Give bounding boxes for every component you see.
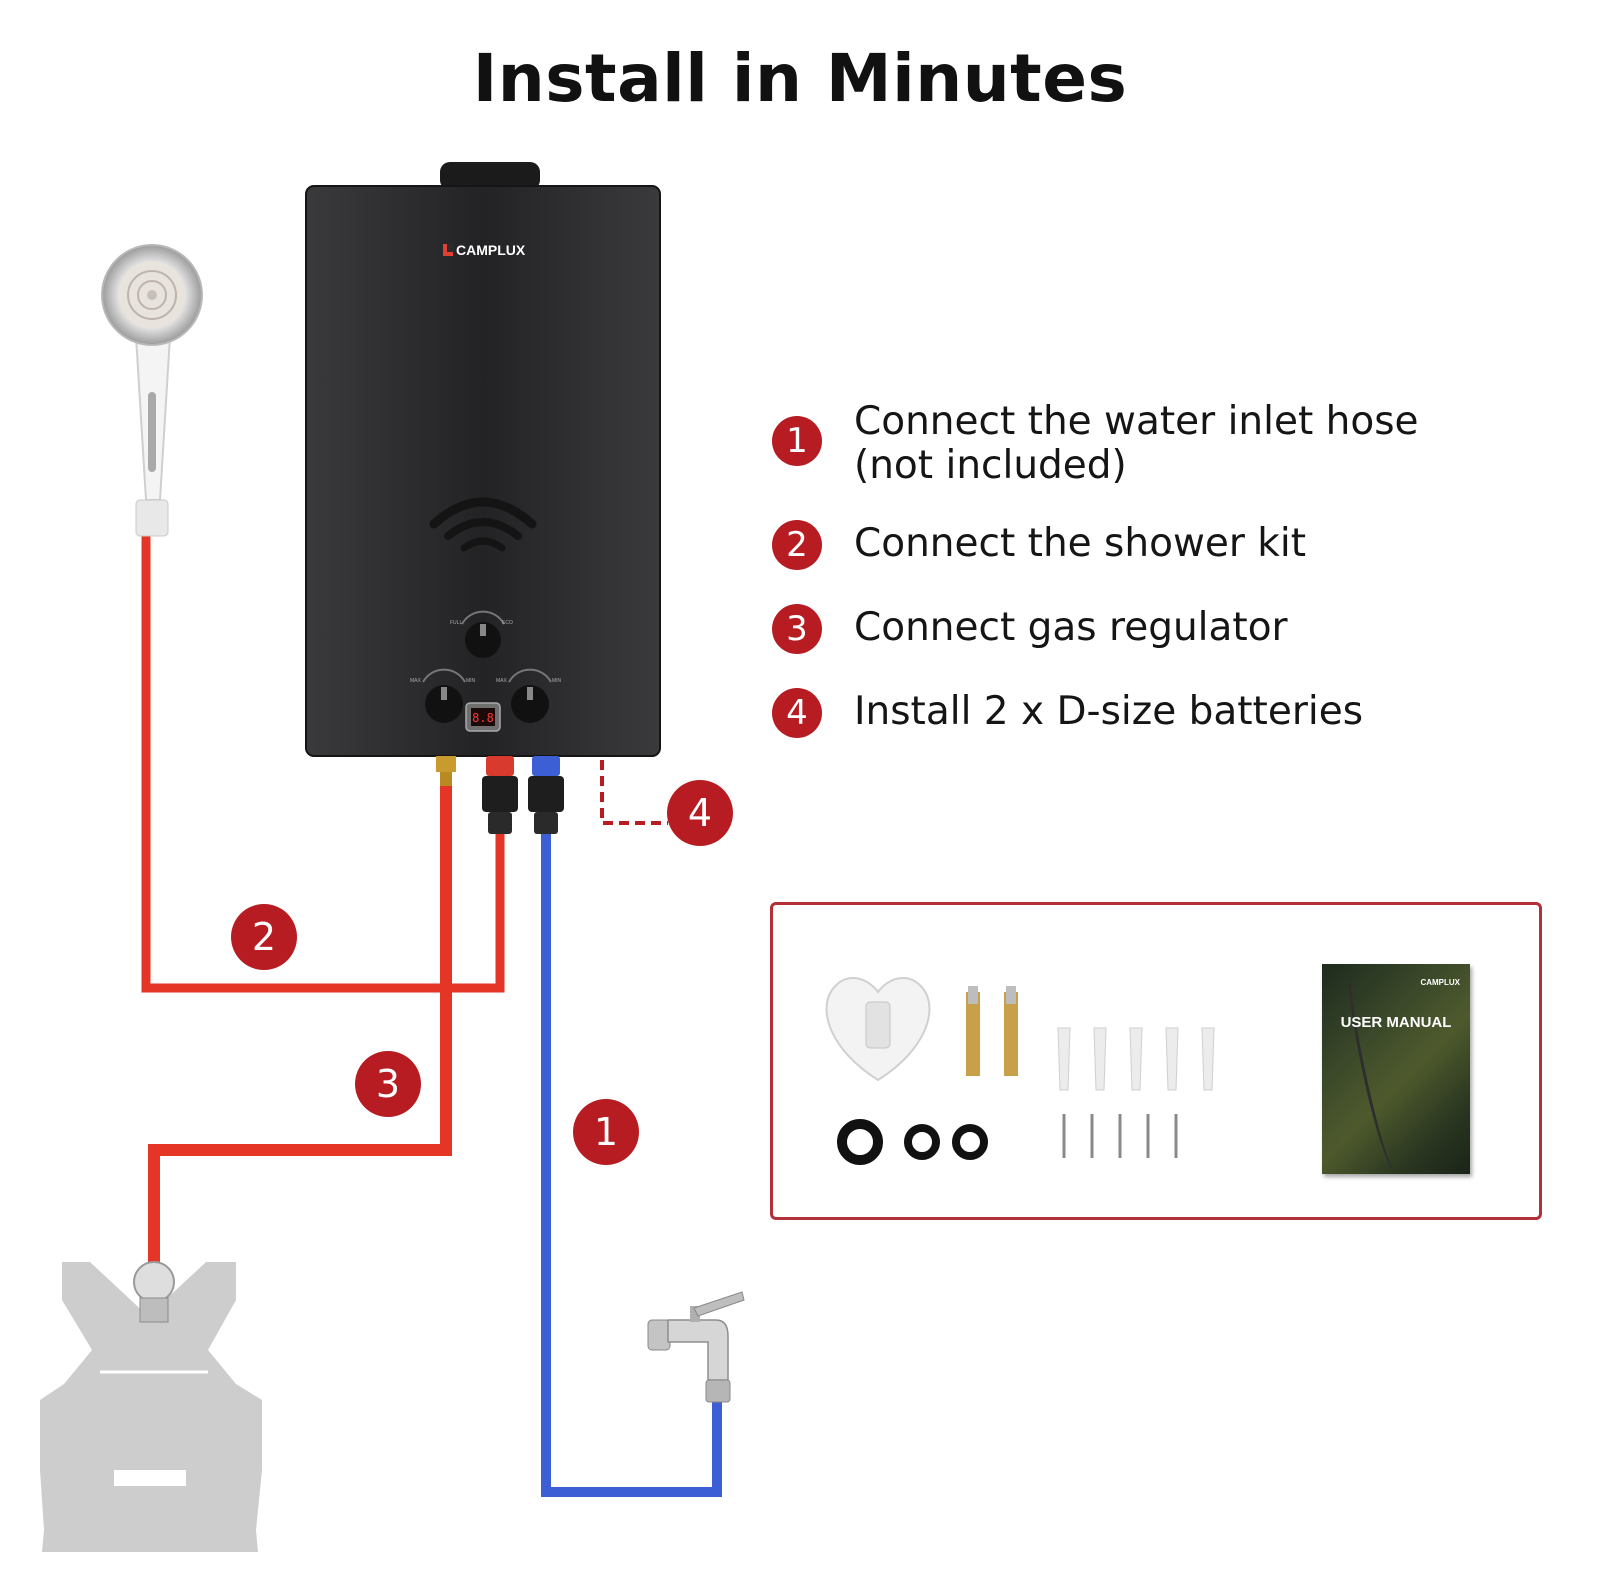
diagram-badge-4: 4	[667, 780, 733, 846]
step-2-text: Connect the shower kit	[854, 521, 1306, 566]
dial-label-min-right: MIN	[552, 678, 562, 684]
dial-label-full: FULL	[450, 620, 462, 626]
expansion-bolts-icon	[966, 986, 1018, 1076]
dial-label-max-left: MAX	[410, 678, 422, 684]
diagram-badge-2-label: 2	[252, 915, 276, 959]
hot-water-outlet-fitting	[482, 756, 518, 834]
season-knob[interactable]	[461, 610, 505, 658]
wall-plugs-icon	[1057, 1027, 1215, 1091]
user-manual: CAMPLUX USER MANUAL	[1322, 964, 1470, 1174]
step-3-badge: 3	[772, 604, 822, 654]
water-heater: CAMPLUX FULL ECO MAX MIN MAX MIN	[305, 162, 661, 757]
screws-icon	[1062, 1114, 1178, 1158]
step-1-badge: 1	[772, 416, 822, 466]
diagram-badge-2: 2	[231, 904, 297, 970]
manual-title: USER MANUAL	[1340, 1014, 1452, 1031]
heater-brand: CAMPLUX	[456, 242, 526, 258]
page-title: Install in Minutes	[472, 40, 1128, 117]
water-knob[interactable]	[508, 668, 552, 723]
battery-dashed-line	[600, 760, 668, 825]
gas-hose	[148, 782, 452, 1262]
water-tap-icon	[647, 1291, 745, 1403]
shower-hose	[141, 535, 505, 993]
display-readout: 8.8	[472, 711, 494, 725]
washers-icon	[837, 1119, 988, 1165]
gas-bottle-icon	[40, 1261, 262, 1552]
flame-window-icon	[429, 497, 537, 552]
step-1: 1 Connect the water inlet hose (not incl…	[772, 400, 1454, 488]
manual-road-graphic	[1340, 964, 1407, 1174]
gas-inlet-fitting	[436, 756, 456, 786]
diagram-badge-1-label: 1	[594, 1110, 618, 1154]
step-4-text: Install 2 x D-size batteries	[854, 689, 1364, 734]
included-accessories-box	[770, 902, 1542, 1220]
step-1-text: Connect the water inlet hose (not includ…	[854, 399, 1419, 488]
shower-bracket-icon	[825, 976, 931, 1082]
step-4-badge: 4	[772, 688, 822, 738]
manual-brand: CAMPLUX	[1420, 978, 1460, 987]
temperature-display	[465, 702, 501, 732]
shower-head-icon	[101, 244, 203, 537]
diagram-badge-1: 1	[573, 1099, 639, 1165]
gas-knob[interactable]	[422, 668, 466, 723]
dial-label-eco: ECO	[502, 620, 513, 626]
camplux-logo-icon	[443, 244, 453, 256]
diagram-badge-4-label: 4	[688, 791, 712, 835]
step-2: 2 Connect the shower kit	[772, 520, 1306, 570]
step-2-badge: 2	[772, 520, 822, 570]
step-3: 3 Connect gas regulator	[772, 604, 1288, 654]
dial-label-min-left: MIN	[466, 678, 476, 684]
dial-label-max-right: MAX	[496, 678, 508, 684]
water-inlet-hose	[541, 832, 722, 1497]
diagram-badge-3-label: 3	[376, 1062, 400, 1106]
step-4: 4 Install 2 x D-size batteries	[772, 688, 1363, 738]
step-3-text: Connect gas regulator	[854, 605, 1288, 650]
cold-water-inlet-fitting	[528, 756, 564, 834]
diagram-badge-3: 3	[355, 1051, 421, 1117]
